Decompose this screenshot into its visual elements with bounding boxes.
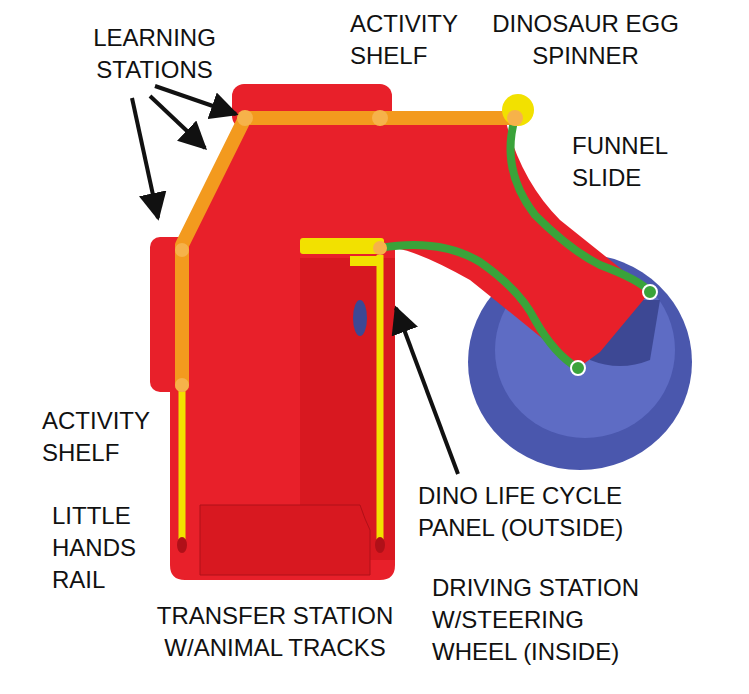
joint xyxy=(507,110,523,126)
joint xyxy=(571,361,585,375)
joint xyxy=(175,243,189,257)
callout-label: FUNNEL SLIDE xyxy=(572,130,702,194)
rail-foot xyxy=(177,537,187,553)
egg-spinner xyxy=(502,94,534,126)
leader-arrow xyxy=(150,96,205,148)
callout-label: ACTIVITY SHELF xyxy=(350,8,490,72)
post xyxy=(377,255,384,548)
shelf-bracket xyxy=(350,256,380,266)
callout-label: DINOSAUR EGG SPINNER xyxy=(478,8,693,72)
post xyxy=(179,385,186,548)
callout-label: DINO LIFE CYCLE PANEL (OUTSIDE) xyxy=(418,480,668,544)
joint xyxy=(373,241,387,255)
activity-shelf-inner xyxy=(300,238,384,254)
callout-label: DRIVING STATION W/STEERING WHEEL (INSIDE… xyxy=(432,572,667,668)
joint xyxy=(372,110,388,126)
joint xyxy=(643,285,657,299)
steering-wheel xyxy=(353,300,367,336)
joint xyxy=(237,110,253,126)
callout-label: LEARNING STATIONS xyxy=(72,22,237,86)
rail-foot xyxy=(375,537,385,553)
callout-label: LITTLE HANDS RAIL xyxy=(52,500,152,596)
joint xyxy=(175,378,189,392)
leader-arrow xyxy=(396,308,458,474)
callout-label: TRANSFER STATION W/ANIMAL TRACKS xyxy=(130,600,420,664)
transfer-station xyxy=(200,505,370,575)
leader-arrow xyxy=(132,98,158,218)
top-rail xyxy=(182,118,515,385)
callout-label: ACTIVITY SHELF xyxy=(42,405,182,469)
